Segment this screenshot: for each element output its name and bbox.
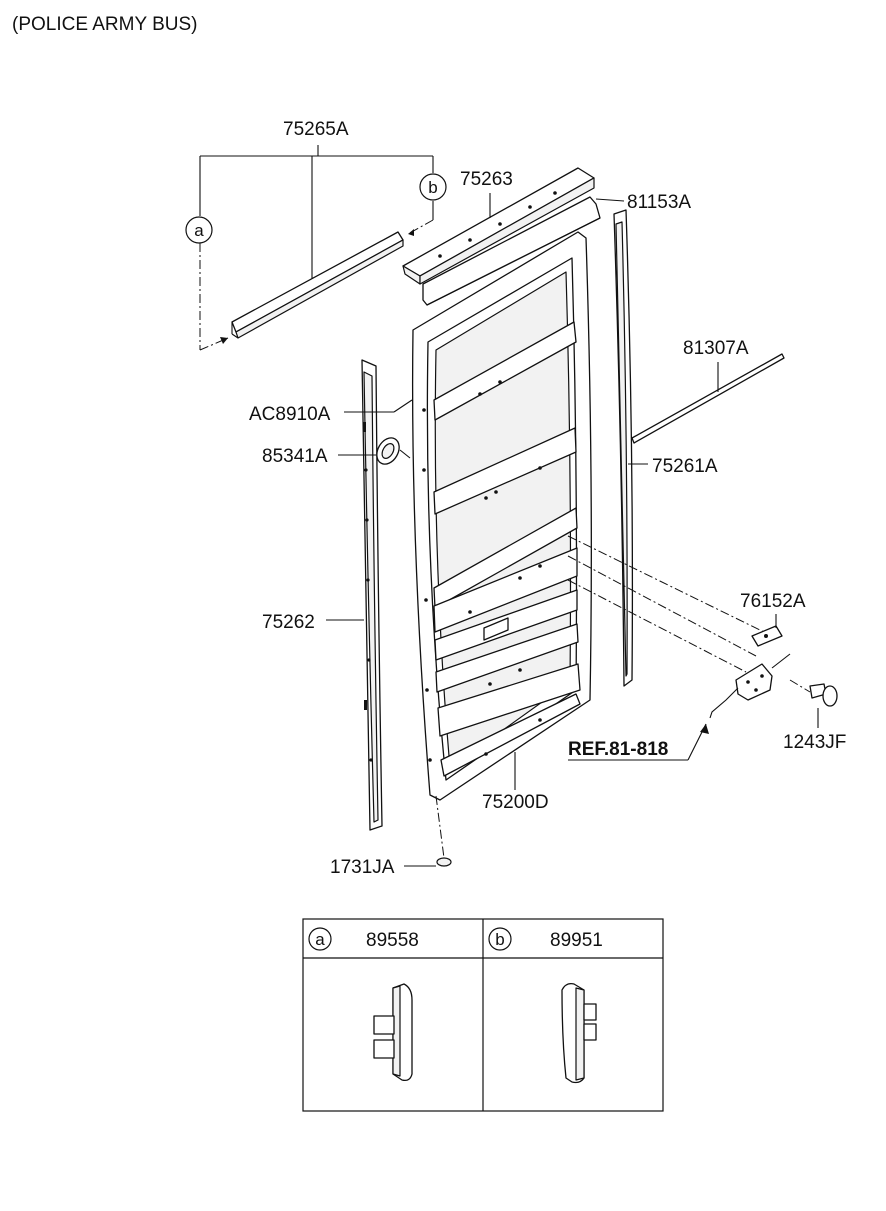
label-75263[interactable]: 75263	[460, 169, 513, 190]
callout-b-letter: b	[428, 178, 437, 197]
leader-81153A: 81153A	[595, 192, 691, 213]
label-1731JA[interactable]: 1731JA	[330, 857, 395, 878]
door-frame-75200D: 75200D	[411, 231, 592, 813]
strip-75265A	[231, 231, 404, 339]
bracket-75265A: 75265A	[199, 119, 434, 351]
strip-81307A: 81307A	[631, 338, 785, 444]
rail-75263: 75263	[402, 167, 601, 306]
label-76152A[interactable]: 76152A	[740, 591, 806, 612]
legend-table: a 89558 b 89951	[302, 918, 664, 1112]
legend-cell-b: b 89951	[488, 927, 603, 1084]
callout-a-letter: a	[194, 221, 204, 240]
label-1243JF[interactable]: 1243JF	[783, 732, 846, 753]
leader-AC8910A: AC8910A	[249, 399, 413, 425]
label-75200D[interactable]: 75200D	[482, 792, 549, 813]
diagram-title: (POLICE ARMY BUS)	[12, 14, 197, 35]
legend-a-code[interactable]: 89558	[366, 930, 419, 951]
grommet-85341A: 85341A	[262, 437, 411, 467]
legend-a-letter: a	[315, 930, 325, 949]
label-75261A[interactable]: 75261A	[652, 456, 718, 477]
label-75262[interactable]: 75262	[262, 612, 315, 633]
label-81307A[interactable]: 81307A	[683, 338, 749, 359]
label-81153A[interactable]: 81153A	[627, 192, 691, 213]
callout-b[interactable]: b	[419, 173, 447, 201]
channel-75262: 75262	[262, 359, 383, 831]
legend-b-code[interactable]: 89951	[550, 930, 603, 951]
label-ref-81-818[interactable]: REF.81-818	[568, 739, 668, 760]
legend-cell-a: a 89558	[308, 927, 419, 1082]
legend-b-letter: b	[495, 930, 504, 949]
latch-assembly: 76152A 1243JF REF.81-818	[567, 535, 846, 761]
label-AC8910A[interactable]: AC8910A	[249, 404, 331, 425]
plug-1731JA: 1731JA	[330, 795, 452, 878]
label-85341A[interactable]: 85341A	[262, 446, 328, 467]
callout-a[interactable]: a	[185, 216, 213, 244]
label-75265A[interactable]: 75265A	[283, 119, 349, 140]
channel-75261A: 75261A	[613, 209, 718, 687]
